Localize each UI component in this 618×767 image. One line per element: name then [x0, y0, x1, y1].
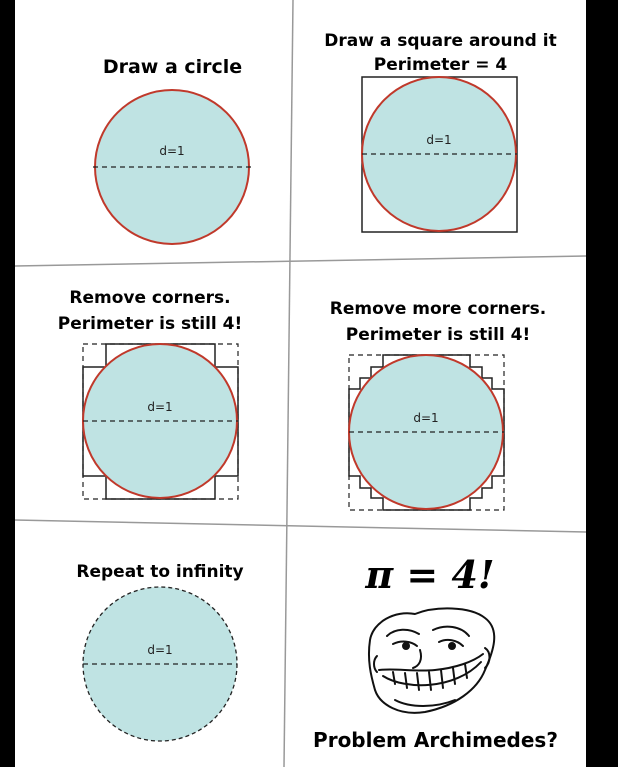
panel2-title-line1: Draw a square around it — [324, 31, 557, 51]
panel1-figure — [93, 89, 251, 245]
panel2-figure — [361, 76, 518, 233]
panel3-figure — [82, 343, 239, 500]
divider-row2 — [15, 519, 586, 533]
diameter-label: d=1 — [426, 133, 452, 147]
diameter-label: d=1 — [147, 400, 173, 414]
panel4-title-line1: Remove more corners. — [329, 299, 547, 319]
stepped-perimeter — [348, 354, 505, 511]
divider-vertical — [283, 0, 294, 767]
diameter-label: d=1 — [159, 144, 185, 158]
panel5-figure — [82, 586, 238, 742]
panel2-title-line2: Perimeter = 4 — [373, 55, 508, 75]
divider-row1 — [15, 255, 586, 267]
panel1-title: Draw a circle — [102, 56, 243, 78]
panel5-title: Repeat to infinity — [76, 562, 244, 582]
trollface-icon — [367, 607, 496, 714]
punchline-caption: Problem Archimedes? — [313, 728, 558, 752]
comic-sheet: Draw a circle d=1 Draw a square around i… — [15, 0, 586, 767]
panel4-figure — [348, 354, 505, 511]
pi-headline: π = 4! — [365, 552, 495, 597]
panel4-title-line2: Perimeter is still 4! — [345, 325, 531, 345]
comic-artwork — [15, 0, 586, 767]
diameter-label: d=1 — [413, 411, 439, 425]
panel3-title-line1: Remove corners. — [69, 288, 231, 308]
circle-shape — [94, 89, 250, 245]
panel3-title-line2: Perimeter is still 4! — [57, 314, 243, 334]
diameter-label: d=1 — [147, 643, 173, 657]
